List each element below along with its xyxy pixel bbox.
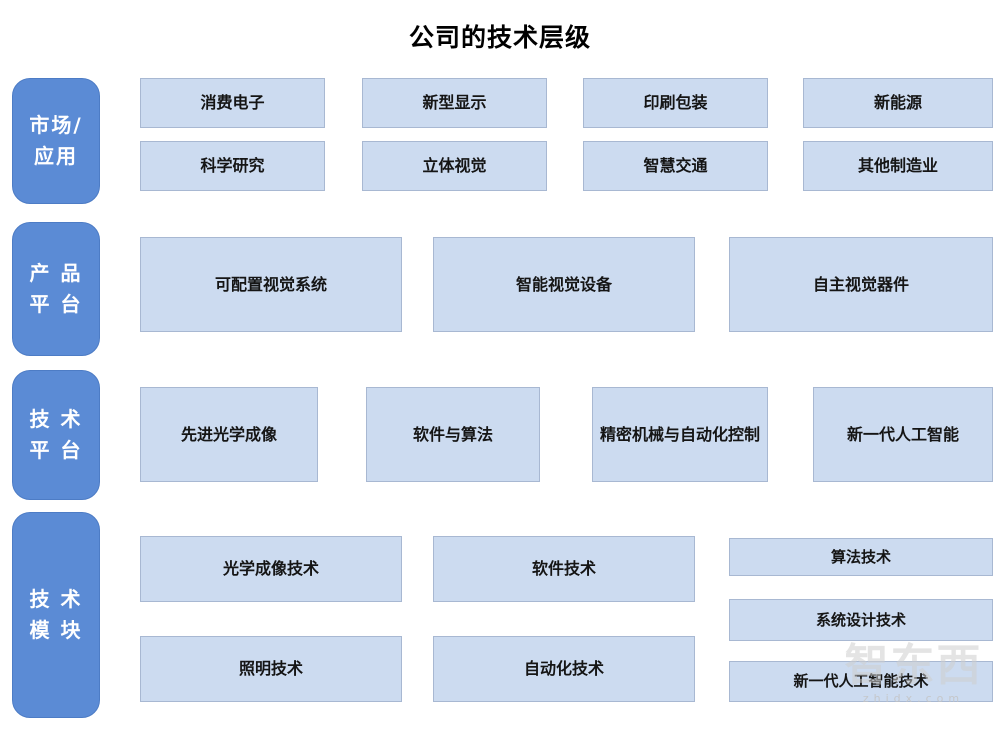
platform-box-software-algorithms: 软件与算法 bbox=[366, 387, 540, 482]
module-box-algorithm-tech: 算法技术 bbox=[729, 538, 993, 576]
market-box-scientific-research: 科学研究 bbox=[140, 141, 325, 191]
page-title: 公司的技术层级 bbox=[408, 23, 591, 52]
market-box-new-display: 新型显示 bbox=[362, 78, 547, 128]
market-box-other-manufacturing: 其他制造业 bbox=[803, 141, 993, 191]
market-box-printing-packaging: 印刷包装 bbox=[583, 78, 768, 128]
market-box-new-energy: 新能源 bbox=[803, 78, 993, 128]
module-box-new-gen-ai-tech: 新一代人工智能技术 bbox=[729, 661, 993, 702]
group-label-market: 市场/ 应用 bbox=[12, 78, 100, 204]
platform-box-advanced-optical-imaging: 先进光学成像 bbox=[140, 387, 318, 482]
module-box-lighting-tech: 照明技术 bbox=[140, 636, 402, 702]
module-box-system-design-tech: 系统设计技术 bbox=[729, 599, 993, 641]
product-box-configurable-vision-system: 可配置视觉系统 bbox=[140, 237, 402, 332]
module-box-automation-tech: 自动化技术 bbox=[433, 636, 695, 702]
group-label-product: 产 品 平 台 bbox=[12, 222, 100, 356]
platform-box-new-gen-ai: 新一代人工智能 bbox=[813, 387, 993, 482]
product-box-autonomous-vision-devices: 自主视觉器件 bbox=[729, 237, 993, 332]
module-box-optical-imaging-tech: 光学成像技术 bbox=[140, 536, 402, 602]
product-box-smart-vision-equipment: 智能视觉设备 bbox=[433, 237, 695, 332]
group-label-platform: 技 术 平 台 bbox=[12, 370, 100, 500]
market-box-stereo-vision: 立体视觉 bbox=[362, 141, 547, 191]
market-box-consumer-electronics: 消费电子 bbox=[140, 78, 325, 128]
market-box-smart-transport: 智慧交通 bbox=[583, 141, 768, 191]
platform-box-precision-machinery-automation: 精密机械与自动化控制 bbox=[592, 387, 768, 482]
group-label-module: 技 术 模 块 bbox=[12, 512, 100, 718]
module-box-software-tech: 软件技术 bbox=[433, 536, 695, 602]
